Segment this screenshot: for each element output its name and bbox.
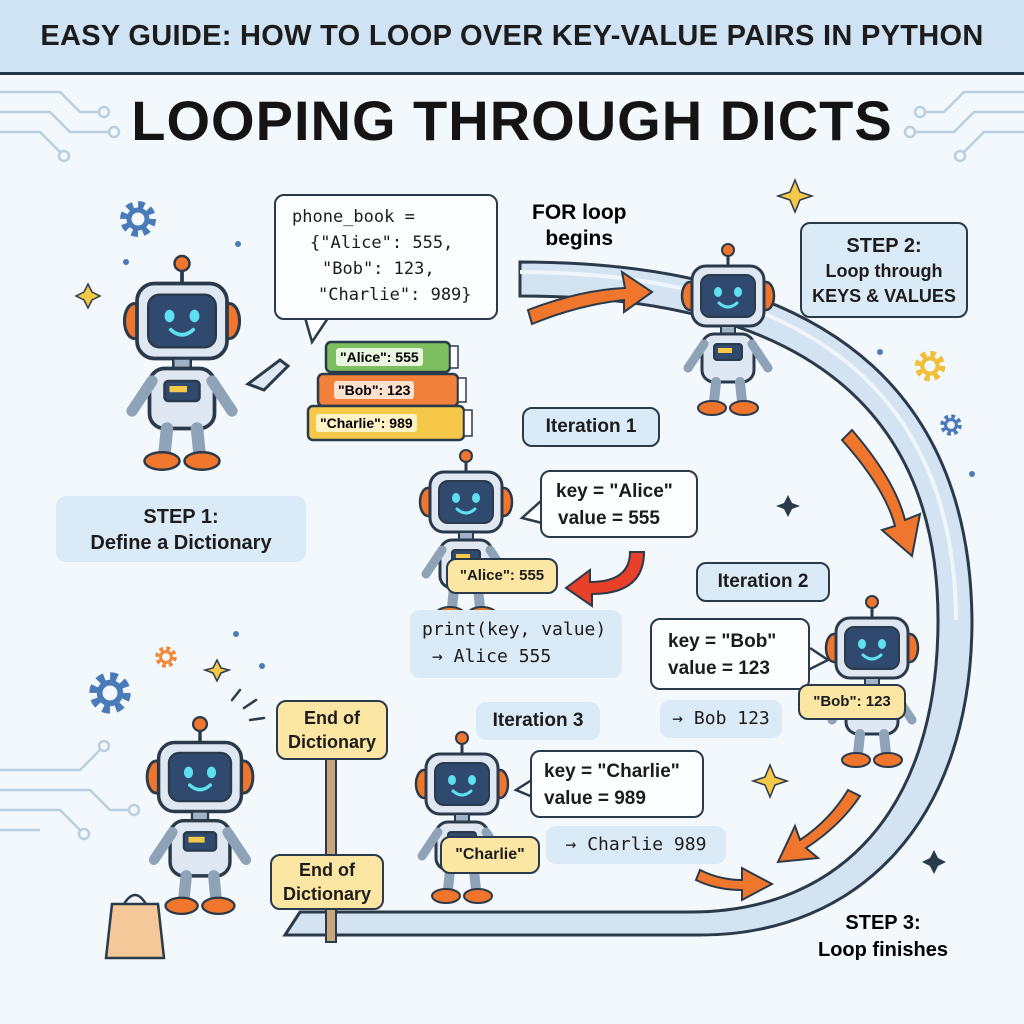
iteration1-output: → Alice 555	[432, 646, 552, 667]
book-label-charlie: "Charlie": 989	[316, 414, 417, 432]
iteration3-output-box: → Charlie 989	[546, 826, 726, 864]
step1-label: STEP 1: Define a Dictionary	[56, 496, 306, 562]
code-bubble: phone_book = {"Alice": 555, "Bob": 123, …	[274, 194, 498, 320]
end-sign-bottom: End of Dictionary	[270, 854, 384, 910]
robot-end	[147, 717, 253, 914]
page-title: LOOPING THROUGH DICTS	[131, 89, 893, 152]
iteration1-card: "Alice": 555	[446, 558, 558, 594]
iteration2-output-box: → Bob 123	[660, 700, 782, 738]
iteration2-bubble: key = "Bob" value = 123	[650, 618, 810, 690]
iteration1-value: value = 555	[558, 508, 660, 529]
iteration3-value: value = 989	[544, 788, 646, 809]
step3-label: STEP 3: Loop finishes	[818, 910, 948, 964]
step1-subtitle: Define a Dictionary	[90, 532, 272, 554]
for-loop-line1: FOR loop	[532, 201, 627, 224]
book-label-bob: "Bob": 123	[334, 381, 415, 399]
end-sign-bottom-line2: Dictionary	[282, 884, 372, 904]
step2-line3: KEYS & VALUES	[812, 286, 956, 306]
end-sign-top-line1: End of	[304, 708, 360, 728]
step3-title: STEP 3:	[845, 912, 921, 934]
code-line: "Bob": 123,	[322, 259, 435, 279]
banner-text: EASY GUIDE: HOW TO LOOP OVER KEY-VALUE P…	[40, 19, 984, 52]
iteration2-value: value = 123	[668, 658, 770, 679]
iteration1-key: key = "Alice"	[556, 481, 673, 502]
print-statement: print(key, value)	[422, 619, 607, 640]
iteration2-card: "Bob": 123	[798, 684, 906, 720]
end-sign-top: End of Dictionary	[276, 700, 388, 760]
code-line: "Charlie": 989}	[318, 285, 472, 305]
iteration3-label: Iteration 3	[476, 702, 600, 740]
robot-iteration1	[420, 450, 512, 621]
for-loop-label: FOR loop begins	[532, 200, 626, 252]
header-banner: EASY GUIDE: HOW TO LOOP OVER KEY-VALUE P…	[0, 0, 1024, 75]
step2-line2: Loop through	[825, 261, 943, 281]
robot-iteration3	[416, 732, 508, 903]
for-loop-line2: begins	[545, 227, 614, 250]
step2-label: STEP 2: Loop through KEYS & VALUES	[800, 222, 968, 318]
step1-title: STEP 1:	[143, 506, 219, 528]
end-sign-bottom-line1: End of	[299, 860, 355, 880]
iteration2-label: Iteration 2	[696, 562, 830, 602]
step3-subtitle: Loop finishes	[818, 939, 948, 961]
iteration2-key: key = "Bob"	[668, 631, 777, 652]
step2-title: STEP 2:	[846, 235, 922, 257]
end-sign-top-line2: Dictionary	[287, 732, 377, 752]
iteration1-label: Iteration 1	[522, 407, 660, 447]
iteration1-bubble: key = "Alice" value = 555	[540, 470, 698, 538]
code-line: phone_book =	[292, 207, 415, 227]
robot-step1	[125, 256, 240, 470]
iteration3-key: key = "Charlie"	[544, 761, 680, 782]
iteration1-print-box: print(key, value) → Alice 555	[410, 610, 622, 678]
iteration3-bubble: key = "Charlie" value = 989	[530, 750, 704, 818]
robot-iteration2	[826, 596, 918, 767]
book-label-alice: "Alice": 555	[336, 348, 423, 366]
code-line: {"Alice": 555,	[310, 233, 454, 253]
iteration3-card: "Charlie"	[440, 836, 540, 874]
